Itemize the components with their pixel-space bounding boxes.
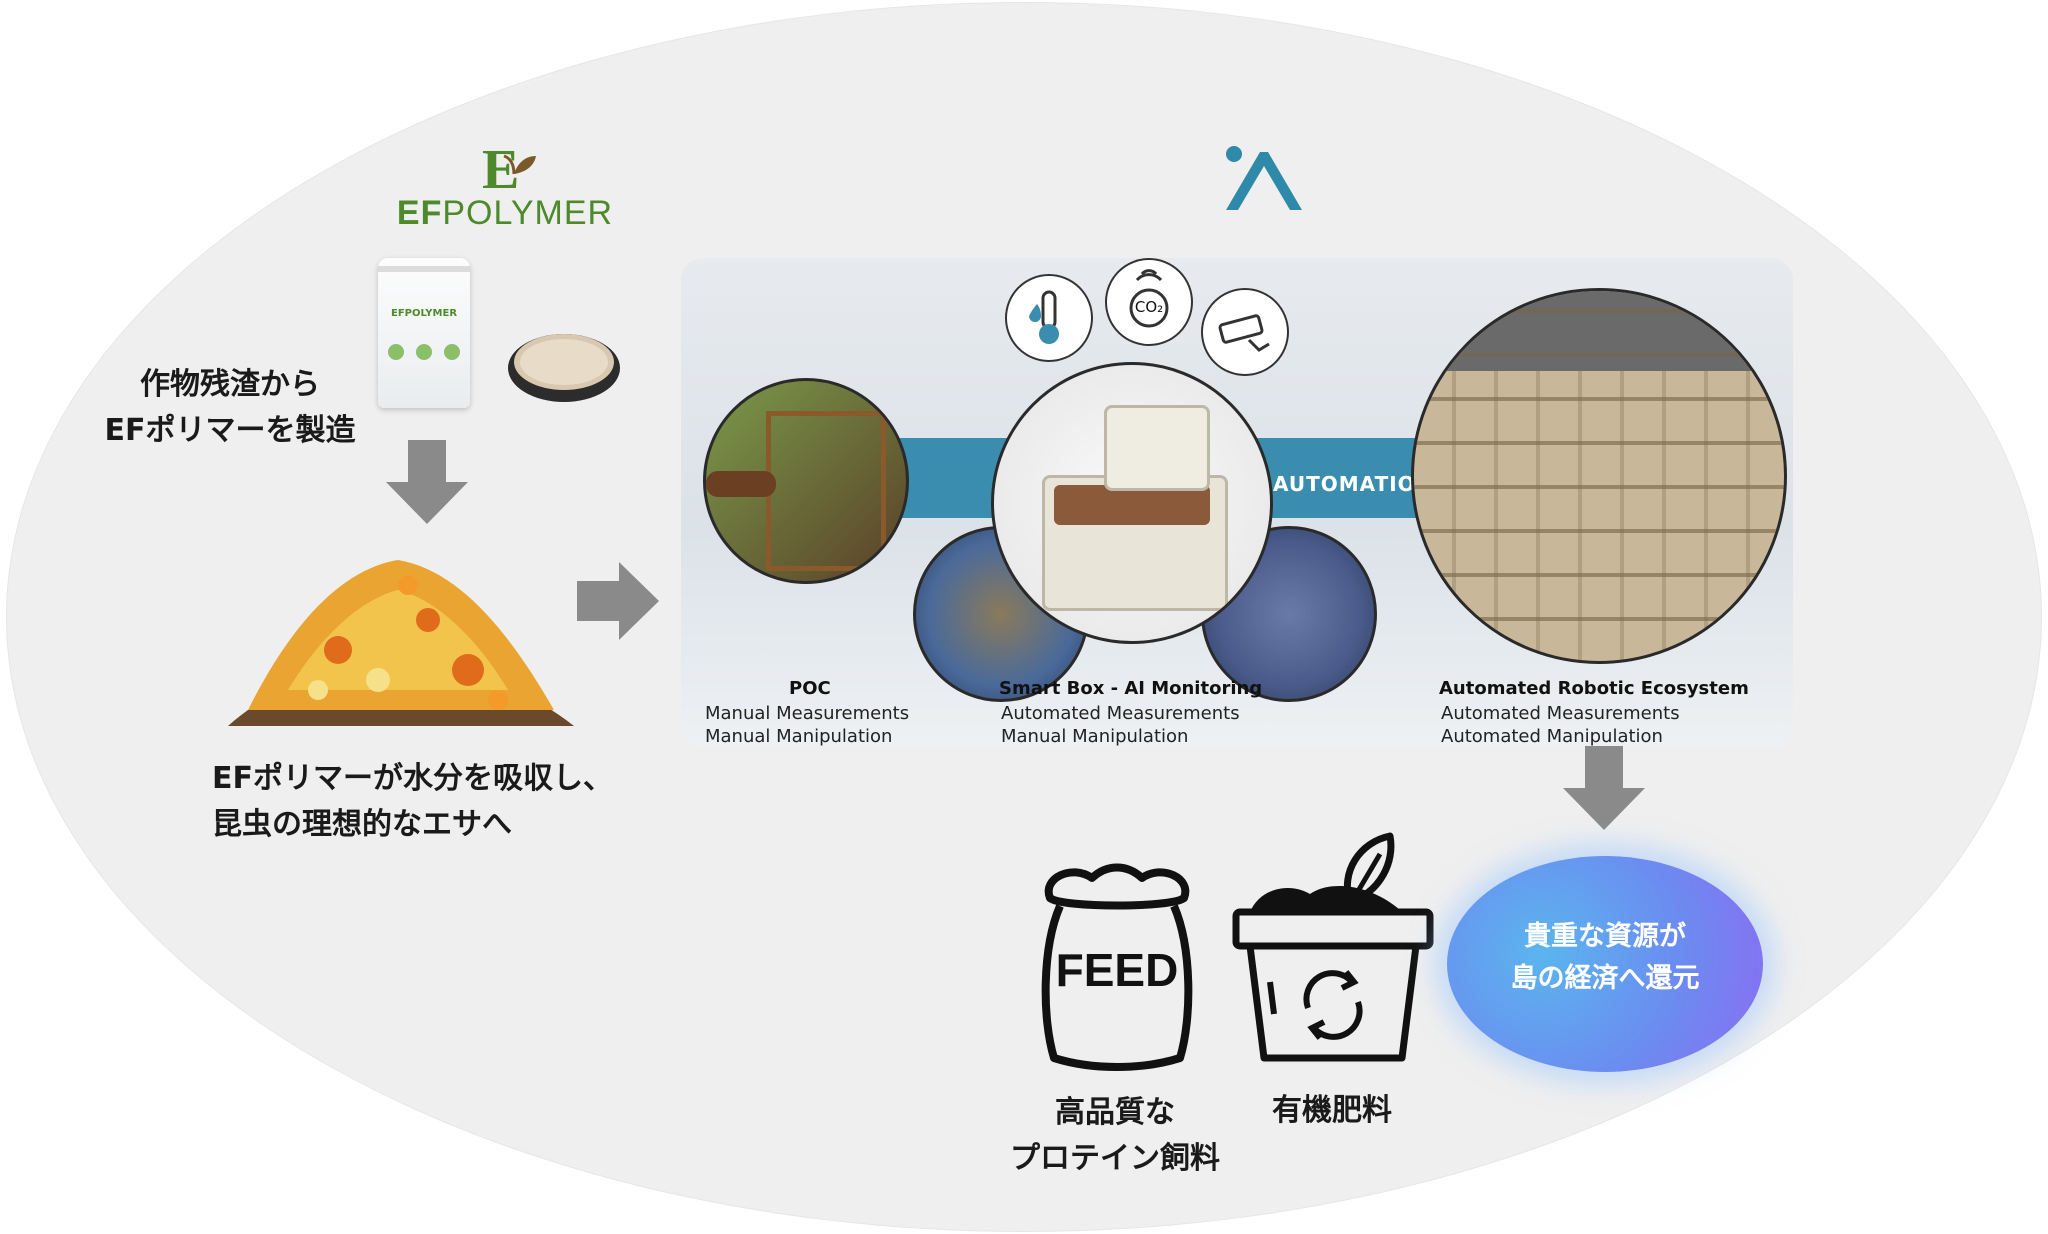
- automation-label: AUTOMATION: [1273, 472, 1434, 496]
- stage-robotic-title: Automated Robotic Ecosystem: [1439, 678, 1749, 699]
- company-logo-icon: [1226, 146, 1302, 210]
- stage-poc-line-2: Manual Manipulation: [705, 726, 893, 747]
- svg-text:FEED: FEED: [1056, 944, 1179, 996]
- feed-caption: 高品質な プロテイン飼料: [1010, 1095, 1220, 1176]
- feed-bag-icon: FEED: [1041, 863, 1193, 1071]
- package-brand: EFPOLYMER: [390, 308, 458, 319]
- thermometer-icon: [1005, 274, 1093, 362]
- logo-bold-text: EF: [396, 194, 443, 232]
- text-absorb-water: EFポリマーが水分を吸収し、 昆虫の理想的なエサへ: [212, 761, 613, 842]
- poc-photo: [703, 378, 909, 584]
- organic-fertilizer-icon: [1232, 832, 1434, 1062]
- co2-sensor-icon: CO₂: [1105, 258, 1193, 346]
- stage-poc-line-1: Manual Measurements: [705, 703, 910, 724]
- stage-robotic-line-2: Automated Manipulation: [1441, 726, 1663, 747]
- smart-box-photo: [991, 362, 1273, 644]
- down-arrow-icon: [386, 440, 468, 524]
- stage-robotic-line-1: Automated Measurements: [1441, 703, 1680, 724]
- down-arrow-icon: [1563, 746, 1645, 830]
- camera-icon: [1201, 288, 1289, 376]
- efpolymer-package: EFPOLYMER: [378, 258, 470, 408]
- warehouse-photo: [1411, 288, 1787, 664]
- stage-smartbox-line-2: Manual Manipulation: [1001, 726, 1189, 747]
- stage-poc-title: POC: [789, 678, 831, 699]
- sprout-e-icon: E: [482, 139, 536, 194]
- fertilizer-caption: 有機肥料: [1272, 1093, 1392, 1128]
- automation-panel: AUTOMATION CO₂ POC Manual Measurements M…: [681, 258, 1793, 748]
- crop-residue-pile-image: [228, 560, 574, 726]
- text-make-polymer: 作物残渣から EFポリマーを製造: [104, 367, 356, 448]
- efpolymer-logo: E EFPOLYMER: [395, 138, 615, 238]
- logo-rest-text: POLYMER: [442, 194, 614, 232]
- powder-dish-image: [508, 334, 620, 402]
- stage-smartbox-line-1: Automated Measurements: [1001, 703, 1240, 724]
- resource-return-badge: 貴重な資源が 島の経済へ還元: [1447, 856, 1763, 1072]
- right-arrow-icon: [577, 562, 659, 640]
- stage-smartbox-title: Smart Box - AI Monitoring: [999, 678, 1263, 699]
